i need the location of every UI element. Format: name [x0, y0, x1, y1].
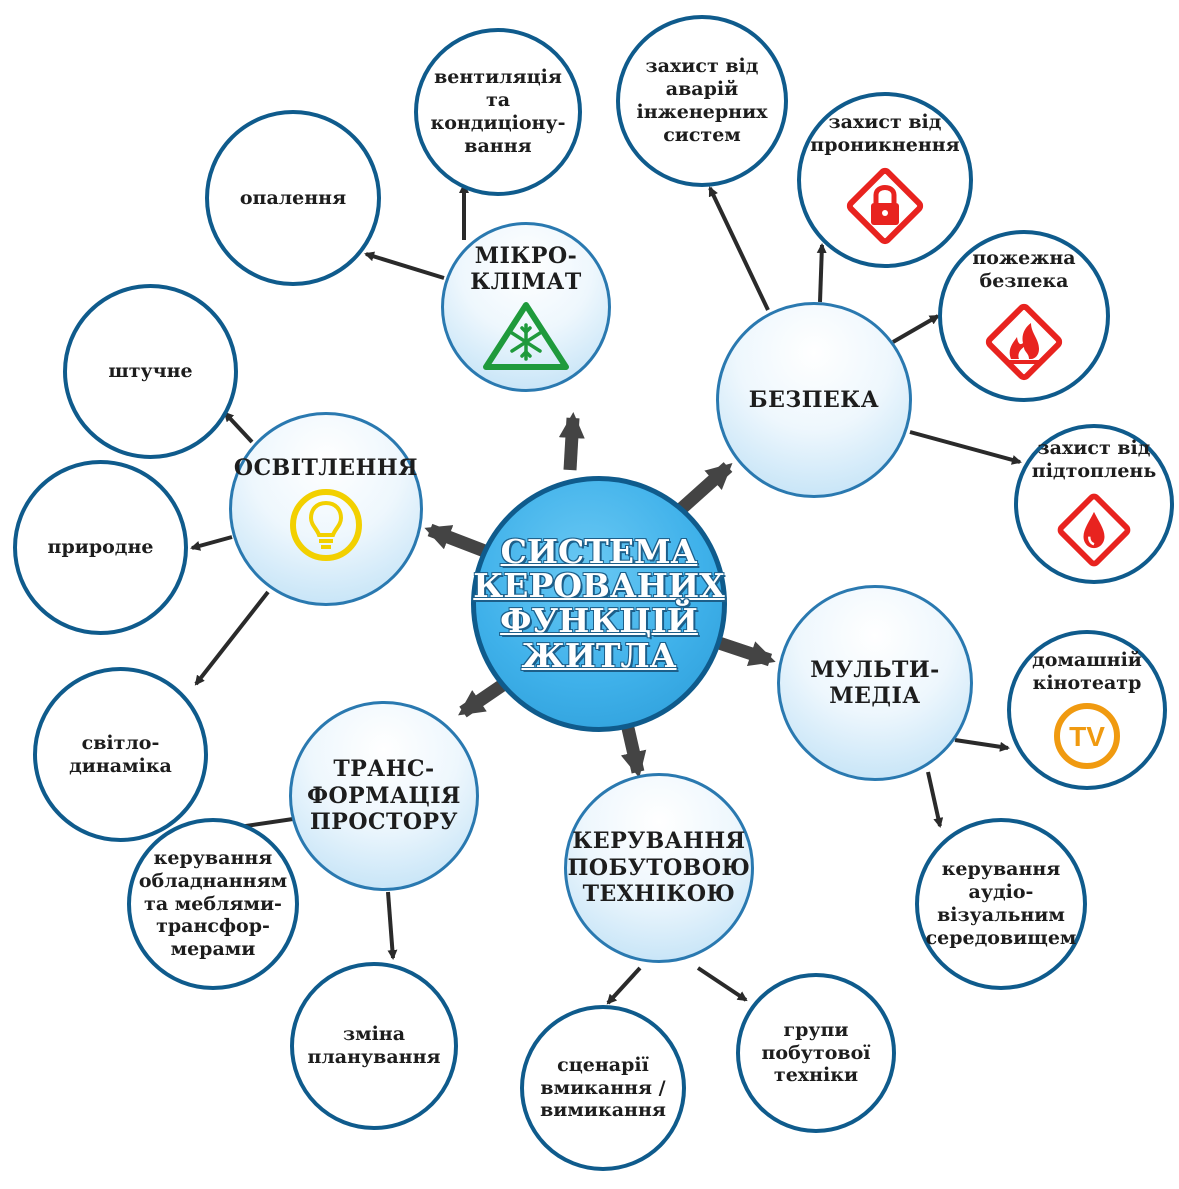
leaf-layout-change: зміна планування	[290, 962, 458, 1130]
leaf-light-dynamics-label: світло- динаміка	[69, 731, 172, 777]
leaf-natural-label: природне	[47, 536, 154, 559]
arrow-multimedia-av	[926, 771, 944, 828]
hub-microclimate-label: МІКРО- КЛІМАТ	[470, 242, 582, 295]
leaf-furniture-control-label: керування обладнанням та меблями- трансф…	[138, 847, 288, 961]
leaf-engineering-protection: захист від аварій інженерних систем	[616, 15, 788, 187]
leaf-fire-safety-label: пожежна безпека	[972, 247, 1076, 292]
leaf-heating-label: опалення	[239, 186, 347, 209]
leaf-flood-protection-label: захист від підтоплень	[1031, 437, 1157, 482]
leaf-intrusion-protection: захист від проникнення	[797, 92, 973, 268]
arrow-center-microclimate	[558, 412, 585, 471]
arrow-security-flood	[909, 430, 1022, 465]
leaf-ventilation-label: вентиляція та кондиціону- вання	[430, 66, 566, 157]
center-node: СИСТЕМА КЕРОВАНИХ ФУНКЦІЙ ЖИТЛА	[471, 476, 727, 732]
leaf-natural: природне	[13, 460, 188, 635]
hub-transformation: ТРАНС- ФОРМАЦІЯ ПРОСТОРУ	[289, 701, 479, 891]
leaf-flood-protection: захист від підтоплень	[1014, 424, 1174, 584]
leaf-av-control-label: керування аудіо- візуальним середовищем	[925, 858, 1077, 949]
arrow-microclimate-heating	[364, 251, 445, 280]
arrow-appliances-groups	[696, 966, 748, 1002]
arrow-lighting-lightdyn	[194, 590, 270, 686]
arrow-transformation-layout	[386, 891, 398, 960]
leaf-artificial-label: штучне	[108, 360, 193, 383]
leaf-on-off-scenarios: сценарії вмикання / вимикання	[520, 1005, 686, 1171]
leaf-intrusion-protection-label: захист від проникнення	[810, 111, 960, 156]
arrow-security-intrusion	[816, 243, 827, 303]
hub-lighting: ОСВІТЛЕННЯ	[229, 412, 423, 606]
leaf-ventilation: вентиляція та кондиціону- вання	[414, 28, 582, 196]
tv-icon-text: TV	[1069, 721, 1105, 752]
leaf-fire-safety: пожежна безпека	[938, 230, 1110, 402]
arrow-security-fire	[891, 314, 940, 344]
snowflake-warning-icon	[483, 302, 569, 371]
hub-security: БЕЗПЕКА	[716, 302, 912, 498]
hub-microclimate: МІКРО- КЛІМАТ	[441, 222, 611, 392]
arrow-appliances-scenarios	[606, 966, 642, 1005]
hub-security-label: БЕЗПЕКА	[748, 386, 880, 413]
leaf-artificial: штучне	[63, 284, 238, 459]
padlock-warning-icon	[846, 167, 924, 244]
leaf-heating: опалення	[205, 110, 381, 286]
light-bulb-icon	[290, 489, 362, 562]
hub-transformation-label: ТРАНС- ФОРМАЦІЯ ПРОСТОРУ	[307, 756, 461, 836]
leaf-light-dynamics: світло- динаміка	[33, 667, 208, 842]
hub-appliances-label: КЕРУВАННЯ ПОБУТОВОЮ ТЕХНІКОЮ	[567, 828, 751, 908]
hub-appliances: КЕРУВАННЯ ПОБУТОВОЮ ТЕХНІКОЮ	[564, 773, 754, 963]
arrow-lighting-artificial	[223, 411, 254, 444]
leaf-furniture-control: керування обладнанням та меблями- трансф…	[127, 818, 299, 990]
leaf-home-theater-label: домашній кінотеатр	[1032, 649, 1142, 694]
leaf-appliance-groups: групи побутової техніки	[736, 973, 896, 1133]
water-drop-warning-icon	[1057, 493, 1131, 567]
arrow-center-security	[675, 462, 733, 515]
center-label: СИСТЕМА КЕРОВАНИХ ФУНКЦІЙ ЖИТЛА	[473, 531, 725, 675]
tv-icon: TV	[1054, 702, 1120, 769]
leaf-on-off-scenarios-label: сценарії вмикання / вимикання	[540, 1053, 666, 1122]
flame-warning-icon	[985, 303, 1063, 380]
arrow-multimedia-theater	[954, 738, 1010, 752]
leaf-engineering-protection-label: захист від аварій інженерних систем	[636, 55, 768, 146]
leaf-appliance-groups-label: групи побутової техніки	[761, 1018, 871, 1087]
leaf-layout-change-label: зміна планування	[307, 1023, 441, 1068]
leaf-av-control: керування аудіо- візуальним середовищем	[915, 818, 1087, 990]
hub-multimedia-label: МУЛЬТИ- МЕДІА	[810, 656, 940, 709]
hub-lighting-label: ОСВІТЛЕННЯ	[233, 454, 419, 481]
arrow-lighting-natural	[190, 535, 233, 551]
leaf-home-theater: домашній кінотеатр TV	[1007, 630, 1167, 790]
hub-multimedia: МУЛЬТИ- МЕДІА	[777, 585, 973, 781]
arrow-security-engineering	[708, 186, 770, 311]
